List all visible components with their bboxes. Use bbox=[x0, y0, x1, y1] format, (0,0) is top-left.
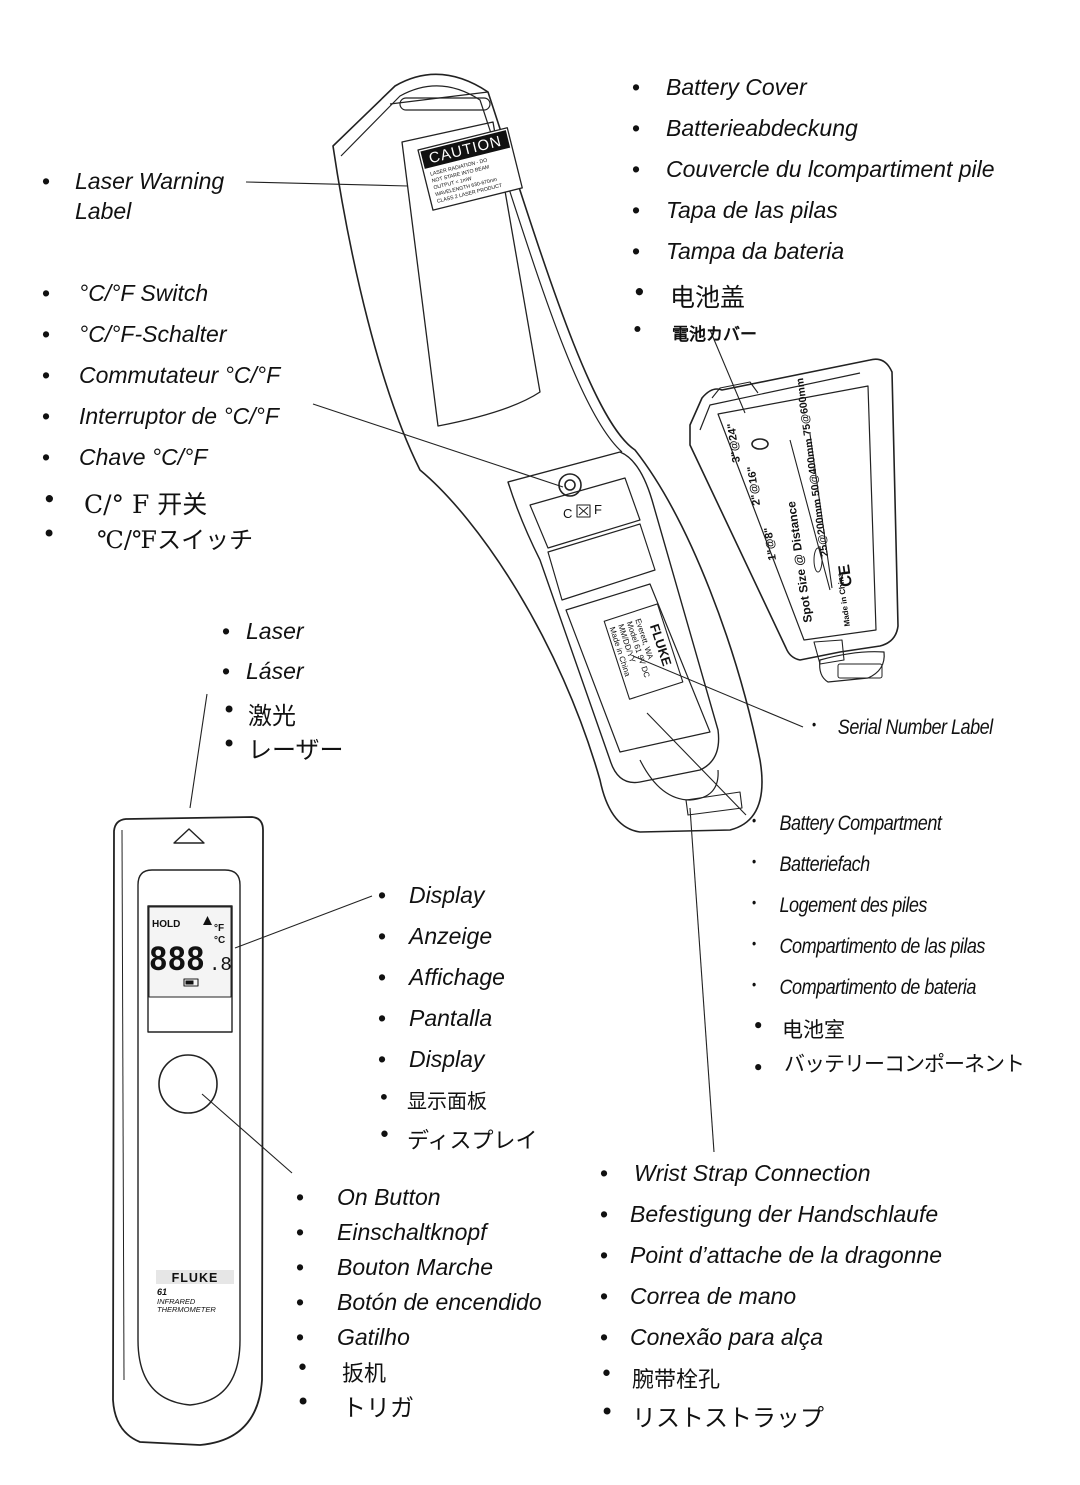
leader-lines bbox=[189, 181, 804, 1174]
cf-switch-knob bbox=[558, 473, 582, 497]
battery-cover-de: Batterieabdeckung bbox=[666, 115, 858, 141]
display-de: Anzeige bbox=[409, 923, 493, 949]
spot-imperial-1: 1"@8" bbox=[762, 527, 779, 562]
serial-number-text: Serial Number Label bbox=[837, 716, 993, 739]
battery-compartment-en: Battery Compartment bbox=[779, 812, 942, 835]
battery-icon bbox=[183, 978, 199, 987]
label-battery-compartment: •Battery Compartment •Batteriefach •Loge… bbox=[752, 812, 1025, 1080]
lcd-bezel bbox=[147, 905, 233, 1033]
laser-warning-icon bbox=[203, 916, 212, 925]
lcd-digits: 888 bbox=[149, 941, 205, 982]
cf-switch-pt: Chave °C/°F bbox=[79, 444, 208, 470]
cf-switch-fr: Commutateur °C/°F bbox=[79, 362, 281, 388]
battery-cover-en: Battery Cover bbox=[666, 74, 807, 100]
device-model: 61 bbox=[157, 1287, 167, 1297]
battery-compartment-es: Compartimento de las pilas bbox=[779, 935, 986, 958]
lcd-decimal: .8 bbox=[209, 954, 232, 976]
battery-cover-zh: 电池盖 bbox=[670, 283, 746, 312]
cf-switch-de: °C/°F-Schalter bbox=[79, 321, 227, 347]
spot-imperial-3: 3"@24" bbox=[726, 422, 743, 463]
leader-on-button bbox=[201, 1093, 293, 1174]
label-serial-number: •Serial Number Label bbox=[812, 716, 993, 739]
laser-window-triangle bbox=[173, 828, 205, 844]
leader-wrist-strap bbox=[689, 807, 715, 1153]
cf-switch-es: Interruptor de °C/°F bbox=[79, 403, 279, 429]
wrist-strap-de: Befestigung der Handschlaufe bbox=[630, 1201, 939, 1227]
leader-battery-compartment bbox=[646, 712, 747, 816]
leader-laser-warning bbox=[245, 181, 409, 187]
display-en: Display bbox=[409, 882, 485, 908]
display-zh: 显示面板 bbox=[407, 1089, 487, 1113]
on-button-en: On Button bbox=[337, 1184, 441, 1210]
display-fr: Affichage bbox=[409, 964, 505, 990]
ce-mark: CE bbox=[836, 563, 856, 588]
device-type-line1: INFRARED bbox=[157, 1297, 196, 1306]
wrist-strap-pt: Conexão para alça bbox=[630, 1324, 824, 1350]
laser-ja: レーザー bbox=[248, 736, 344, 764]
leader-battery-cover bbox=[709, 329, 746, 414]
thermometer-front-view bbox=[112, 816, 264, 1446]
battery-compartment-zh: 电池室 bbox=[782, 1018, 845, 1042]
laser-en: Laser bbox=[246, 618, 304, 644]
display-ja: ディスプレイ bbox=[407, 1129, 538, 1154]
cf-switch-en: °C/°F Switch bbox=[79, 280, 209, 306]
back-label-panel bbox=[401, 121, 541, 427]
laser-warning-line-1: Laser Warning bbox=[75, 168, 225, 194]
leader-cf-switch bbox=[312, 403, 564, 488]
on-button-es: Botón de encendido bbox=[337, 1289, 542, 1315]
device-type-line2: THERMOMETER bbox=[157, 1305, 216, 1314]
label-display: •Display •Anzeige •Affichage •Pantalla •… bbox=[378, 882, 538, 1154]
leader-display bbox=[234, 895, 373, 949]
device-brand: FLUKE bbox=[172, 1271, 219, 1285]
battery-cover-pt: Tampa da bateria bbox=[666, 238, 845, 264]
label-battery-cover: •Battery Cover •Batterieabdeckung •Couve… bbox=[632, 74, 995, 345]
lcd-hold: HOLD bbox=[152, 919, 180, 930]
wrist-strap-ja: リストストラップ bbox=[632, 1404, 824, 1432]
on-button-zh: 扳机 bbox=[342, 1362, 387, 1387]
display-pt: Display bbox=[409, 1046, 485, 1072]
leader-serial-number bbox=[632, 655, 804, 728]
battery-cover-label-panel bbox=[717, 385, 877, 641]
display-es: Pantalla bbox=[409, 1005, 493, 1031]
battery-well bbox=[507, 451, 720, 784]
leader-laser bbox=[189, 693, 208, 809]
label-laser-warning: •Laser Warning Label bbox=[42, 168, 225, 224]
wrist-strap-fr: Point d’attache de la dragonne bbox=[630, 1242, 943, 1268]
wrist-strap-es: Correa de mano bbox=[630, 1283, 797, 1309]
wrist-strap-en: Wrist Strap Connection bbox=[634, 1160, 871, 1186]
wrist-strap-zh: 腕带栓孔 bbox=[632, 1368, 721, 1393]
battery-compartment-ja: バッテリーコンポーネント bbox=[784, 1052, 1025, 1076]
battery-cover-es: Tapa de las pilas bbox=[666, 197, 838, 223]
cf-switch-ja: ℃/℉スイッチ bbox=[97, 526, 254, 554]
battery-cover-fr: Couvercle du lcompartiment pile bbox=[666, 156, 995, 182]
on-button-pt: Gatilho bbox=[337, 1324, 410, 1350]
battery-compartment-pt: Compartimento de bateria bbox=[779, 976, 977, 999]
laser-es: Láser bbox=[246, 658, 304, 684]
battery-compartment-fr: Logement des piles bbox=[779, 894, 928, 917]
brand-strip bbox=[156, 1270, 234, 1284]
on-button-fr: Bouton Marche bbox=[337, 1254, 493, 1280]
laser-zh: 激光 bbox=[248, 702, 296, 730]
battery-cover-part bbox=[689, 358, 899, 683]
label-cf-switch: •°C/°F Switch •°C/°F-Schalter •Commutate… bbox=[42, 280, 281, 554]
front-panel bbox=[137, 869, 241, 1406]
lcd-unit-f: °F bbox=[214, 923, 224, 934]
switch-f-letter: F bbox=[594, 502, 602, 517]
switch-c-letter: C bbox=[563, 506, 572, 521]
label-laser: •Laser •Láser •激光 •レーザー bbox=[222, 618, 344, 764]
on-button-shape bbox=[158, 1054, 218, 1114]
battery-compartment-de: Batteriefach bbox=[779, 853, 871, 876]
spot-imperial-2: 2"@16" bbox=[746, 465, 763, 506]
battery-cover-ja: 電池カバー bbox=[672, 325, 757, 345]
label-wrist-strap: •Wrist Strap Connection •Befestigung der… bbox=[600, 1160, 943, 1432]
on-button-de: Einschaltknopf bbox=[337, 1219, 487, 1245]
cf-switch-zh: C/° F 开关 bbox=[84, 490, 208, 519]
label-on-button: •On Button •Einschaltknopf •Bouton March… bbox=[296, 1184, 542, 1422]
lcd-unit-c: °C bbox=[214, 935, 225, 946]
laser-warning-line-2: Label bbox=[75, 198, 132, 224]
on-button-ja: トリガ bbox=[342, 1394, 414, 1422]
